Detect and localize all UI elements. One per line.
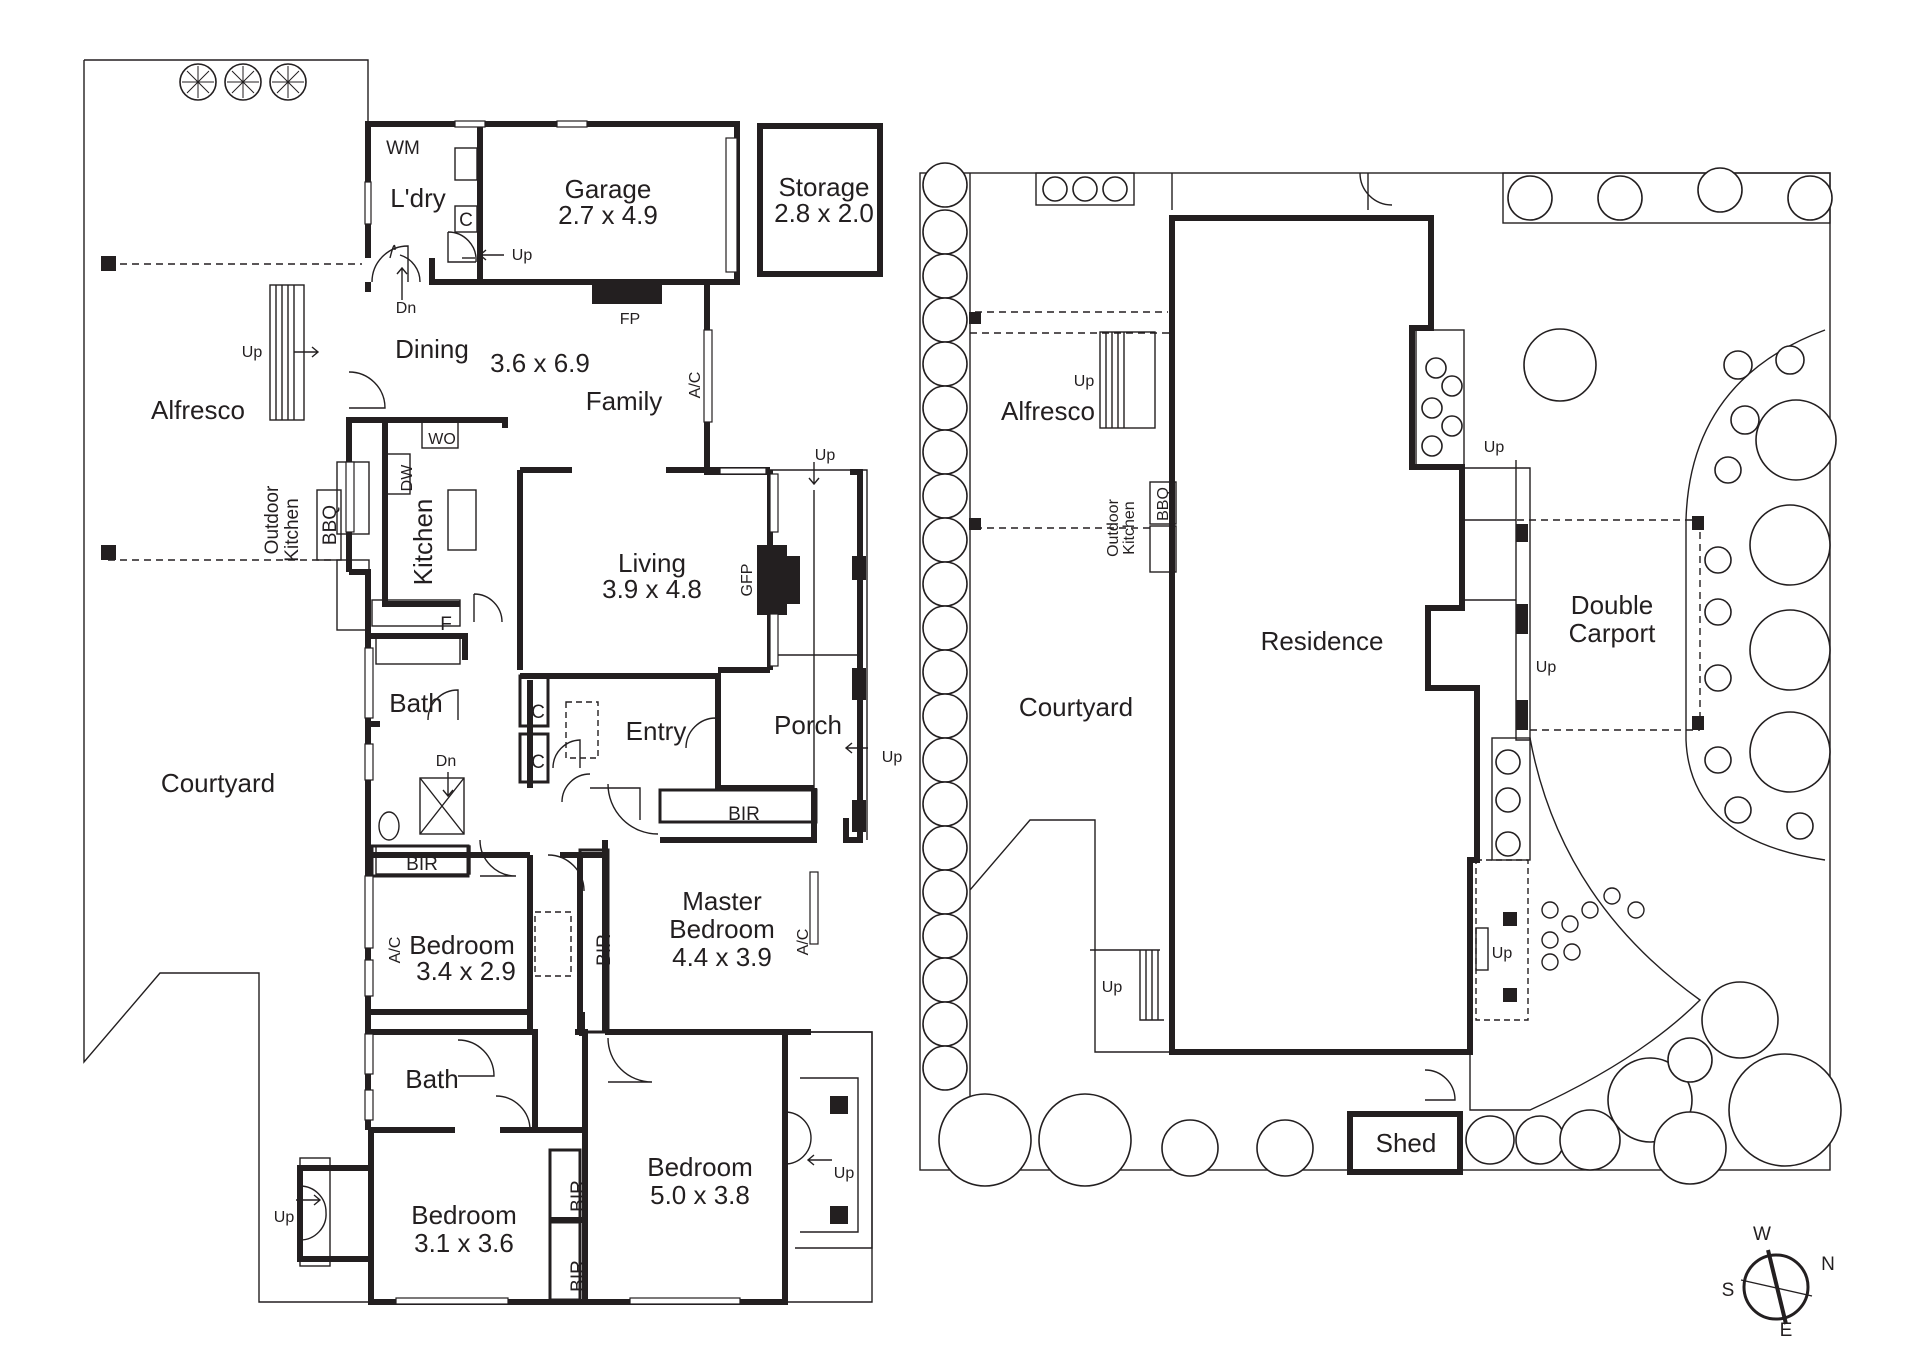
bir-master-side-label: BIR xyxy=(594,934,615,966)
boundary-trees-top xyxy=(1042,167,1833,402)
master-line2: Bedroom xyxy=(669,914,775,944)
shed-label: Shed xyxy=(1376,1128,1437,1158)
site-outdoor-kitchen-line2: Kitchen xyxy=(1121,501,1138,554)
family-label: Family xyxy=(586,386,663,416)
master-line1: Master xyxy=(682,886,762,916)
compass-west: W xyxy=(1753,1224,1771,1245)
house-labels: Alfresco Courtyard WM L'dry C Garage 2.7… xyxy=(151,138,902,1292)
site-up-courtyard-label: Up xyxy=(1102,979,1123,996)
wall-oven-label: WO xyxy=(428,431,456,448)
fireplace-label: FP xyxy=(620,311,640,328)
garage-label: Garage xyxy=(565,174,652,204)
laundry-cupboard-label: C xyxy=(459,210,473,231)
site-up-alfresco-label: Up xyxy=(1074,373,1095,390)
double-carport-line1: Double xyxy=(1571,590,1653,620)
bath-upper-label: Bath xyxy=(389,688,443,718)
fridge-label: F xyxy=(440,614,452,635)
master-size: 4.4 x 3.9 xyxy=(672,942,772,972)
up-porch-top-label: Up xyxy=(815,447,836,464)
up-bedroom-c-label: Up xyxy=(274,1209,295,1226)
gas-fireplace-label: GFP xyxy=(739,564,756,597)
boundary-trees-left xyxy=(922,162,968,1091)
house-bbq-label: BBQ xyxy=(320,505,341,545)
master-ac-label: A/C xyxy=(795,929,812,956)
compass-east: E xyxy=(1780,1320,1793,1341)
site-courtyard-label: Courtyard xyxy=(1019,692,1133,722)
site-boundary xyxy=(919,172,1831,1171)
site-plan xyxy=(919,162,1842,1187)
boundary-trees-bottom xyxy=(938,981,1842,1187)
storage-size: 2.8 x 2.0 xyxy=(774,198,874,228)
bedroom-b-size: 5.0 x 3.8 xyxy=(650,1180,750,1210)
up-porch-side-label: Up xyxy=(882,749,903,766)
outdoor-kitchen-line1: Outdoor xyxy=(262,485,283,554)
bedroom-c-size: 3.1 x 3.6 xyxy=(414,1228,514,1258)
house-alfresco-label: Alfresco xyxy=(151,395,245,425)
house-floor-plan xyxy=(83,59,883,1305)
double-carport-line2: Carport xyxy=(1569,618,1656,648)
bir-bath-label: BIR xyxy=(406,854,438,875)
bir-master-top-label: BIR xyxy=(728,804,760,825)
site-up-carport-top-label: Up xyxy=(1484,439,1505,456)
shed-walls xyxy=(1347,1111,1463,1175)
storage-walls xyxy=(757,123,883,277)
residence-label: Residence xyxy=(1261,626,1384,656)
residence-walls xyxy=(1169,215,1480,1055)
bedroom-a-size: 3.4 x 2.9 xyxy=(416,956,516,986)
storage-label: Storage xyxy=(778,172,869,202)
entry-label: Entry xyxy=(626,716,687,746)
site-alfresco-label: Alfresco xyxy=(1001,396,1095,426)
site-outdoor-kitchen-line1: Outdoor xyxy=(1105,498,1122,556)
outdoor-kitchen-line2: Kitchen xyxy=(282,498,303,561)
dn-bath-label: Dn xyxy=(436,753,456,770)
up-garage-label: Up xyxy=(512,247,533,264)
site-bbq-label: BBQ xyxy=(1155,487,1172,521)
up-dining-label: Up xyxy=(242,344,263,361)
dn-laundry-label: Dn xyxy=(396,300,416,317)
site-up-rear-label: Up xyxy=(1492,945,1513,962)
compass-north: N xyxy=(1821,1254,1835,1275)
bedroom-a-ac-label: A/C xyxy=(387,937,404,964)
laundry-label: L'dry xyxy=(390,183,446,213)
compass xyxy=(1740,1249,1813,1325)
site-up-carport-label: Up xyxy=(1536,659,1557,676)
bir-b1-label: BIR xyxy=(568,1180,589,1212)
living-size: 3.9 x 4.8 xyxy=(602,574,702,604)
living-label: Living xyxy=(618,548,686,578)
bedroom-a-label: Bedroom xyxy=(409,930,515,960)
family-ac-label: A/C xyxy=(687,372,704,399)
wm-label: WM xyxy=(386,138,420,159)
garden-trees-right xyxy=(1421,345,1837,971)
bedroom-c-label: Bedroom xyxy=(411,1200,517,1230)
site-labels: Alfresco Courtyard Outdoor Kitchen BBQ R… xyxy=(1001,373,1656,1158)
compass-south: S xyxy=(1722,1280,1735,1301)
dining-size: 3.6 x 6.9 xyxy=(490,348,590,378)
garage-size: 2.7 x 4.9 xyxy=(558,200,658,230)
kitchen-label: Kitchen xyxy=(408,499,438,586)
hedge-shrubs-top xyxy=(179,63,307,101)
house-courtyard-label: Courtyard xyxy=(161,768,275,798)
entry-cupboard-1-label: C xyxy=(531,702,545,723)
bath-lower-label: Bath xyxy=(405,1064,459,1094)
up-bedroom-b-label: Up xyxy=(834,1165,855,1182)
compass-labels: W N S E xyxy=(1722,1224,1835,1341)
bir-b2-label: BIR xyxy=(568,1260,589,1292)
bedroom-b-label: Bedroom xyxy=(647,1152,753,1182)
dishwasher-label: DW xyxy=(399,464,416,492)
porch-label: Porch xyxy=(774,710,842,740)
dining-label: Dining xyxy=(395,334,469,364)
entry-cupboard-2-label: C xyxy=(531,752,545,773)
